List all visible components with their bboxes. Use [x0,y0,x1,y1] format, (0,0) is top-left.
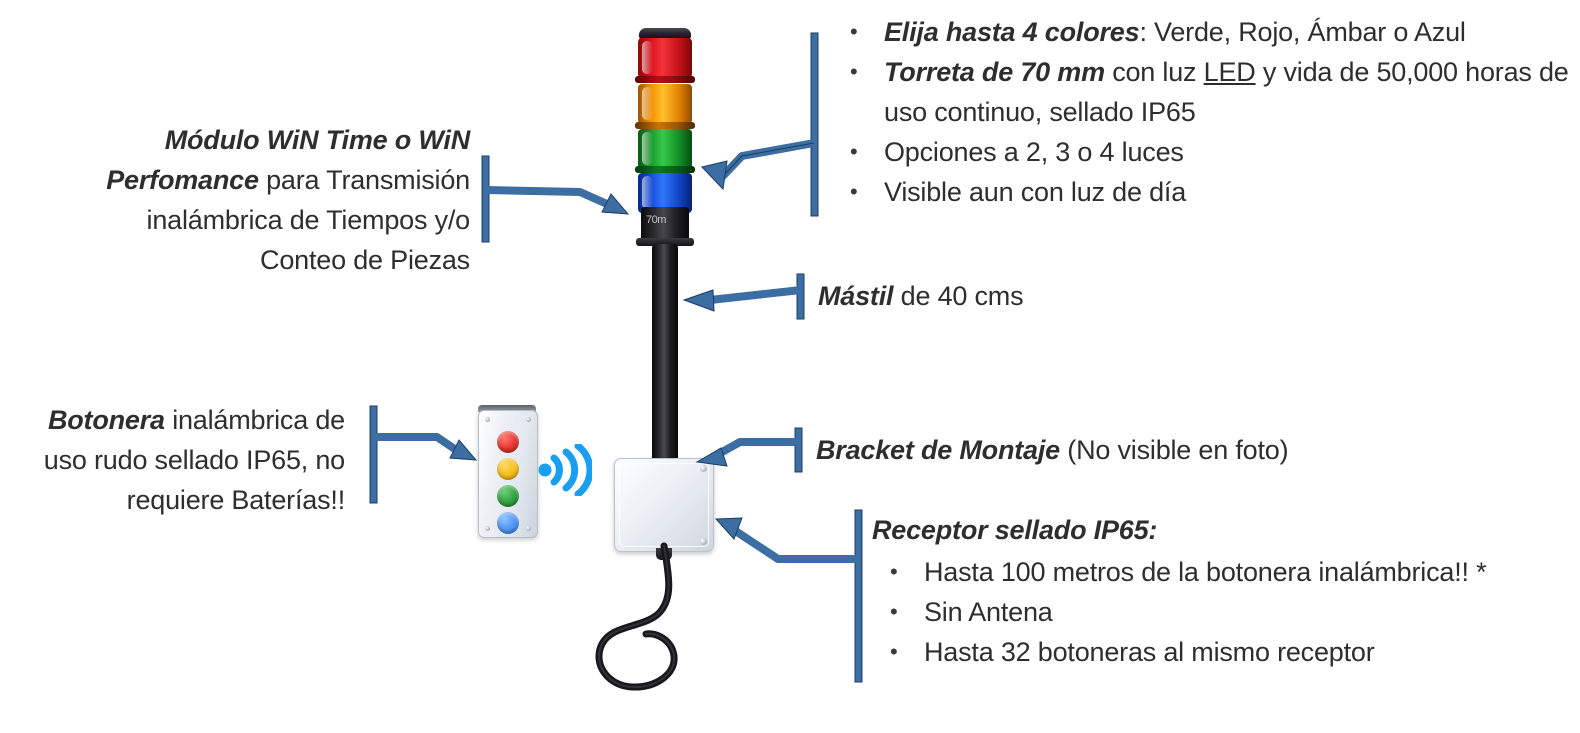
push-button-blue[interactable] [497,512,519,534]
receptor-bullet-1-text: Hasta 100 metros de la botonera inalámbr… [924,557,1487,587]
torreta-bullet-3-rest: Opciones a 2, 3 o 4 luces [884,137,1184,167]
torreta-bullet-2: • Torreta de 70 mm con luz LED y vida de… [832,52,1572,132]
receptor-bullet-3-text: Hasta 32 botoneras al mismo receptor [924,637,1375,667]
torreta-bullet-2-rest2: y vida de 50,000 horas de uso continuo, … [884,57,1569,127]
botonera-line-2: uso rudo sellado IP65, no [43,445,345,475]
leader-modulo [470,150,650,260]
bracket-text-block: Bracket de Montaje (No visible en foto) [816,430,1289,470]
torreta-bullet-2-underline: LED [1203,57,1256,87]
receptor-heading: Receptor sellado IP65: [872,510,1157,550]
torreta-bullet-3: • Opciones a 2, 3 o 4 luces [832,132,1572,172]
botonera-line-3: requiere Baterías!! [126,485,346,515]
receptor-heading-text: Receptor sellado IP65: [872,515,1158,545]
mastil-text-block: Mástil de 40 cms [818,276,1024,316]
receiver-cable-gland [656,548,672,560]
torreta-bullet-1-bold: Elija hasta 4 colores [884,17,1140,47]
leader-torreta [680,25,840,225]
modulo-line-2-rest: para Transmisión [258,165,470,195]
receptor-bullet-2: • Sin Antena [872,592,1572,632]
bullet-icon: • [850,139,858,164]
modulo-line-2-bold: Perfomance [106,165,259,195]
receptor-bullet-3: • Hasta 32 botoneras al mismo receptor [872,632,1572,672]
botonera-line-1: Botonera inalámbrica de [0,400,345,440]
botonera-line-1-rest: inalámbrica de [164,405,345,435]
bracket-rest: (No visible en foto) [1059,435,1289,465]
botonera-line-1-bold: Botonera [47,405,165,435]
bullet-icon: • [890,559,898,584]
bullet-icon: • [890,599,898,624]
modulo-line-3: inalámbrica de Tiempos y/o [146,205,471,235]
receptor-bullet-list: • Hasta 100 metros de la botonera inalám… [872,552,1572,672]
torreta-bullet-1: • Elija hasta 4 colores: Verde, Rojo, Ám… [832,12,1572,52]
modulo-line-2: Perfomance para Transmisión [30,160,470,200]
button-box-screw-icon [485,526,490,531]
bullet-icon: • [850,19,858,44]
bullet-icon: • [850,59,858,84]
receptor-bullet-1: • Hasta 100 metros de la botonera inalám… [872,552,1572,592]
push-button-red[interactable] [497,431,519,453]
leader-bracket [685,424,815,484]
modulo-line-1: Módulo WiN Time o WiN [30,120,470,160]
torreta-bullet-2-bold: Torreta de 70 mm [884,57,1105,87]
torreta-bullet-list: • Elija hasta 4 colores: Verde, Rojo, Ám… [832,12,1572,212]
torreta-bullet-4: • Visible aun con luz de día [832,172,1572,212]
mastil-bold: Mástil [818,281,894,311]
receptor-bullet-2-text: Sin Antena [924,597,1053,627]
wifi-icon [538,444,592,496]
push-button-green[interactable] [497,485,519,507]
button-box-screw-icon [526,526,531,531]
torreta-bullet-2-rest: con luz [1104,57,1204,87]
push-button-amber[interactable] [497,458,519,480]
modulo-line-4: Conteo de Piezas [260,245,470,275]
leader-receptor [706,504,886,689]
leader-botonera [362,400,492,515]
bullet-icon: • [850,179,858,204]
leader-mastil [670,270,820,330]
torreta-bullet-4-rest: Visible aun con luz de día [884,177,1187,207]
button-box-screw-icon [526,417,531,422]
botonera-text-block: Botonera inalámbrica de uso rudo sellado… [0,400,345,520]
bullet-icon: • [890,639,898,664]
torreta-bullet-1-rest: : Verde, Rojo, Ámbar o Azul [1139,17,1466,47]
modulo-line-1-bold: Módulo WiN Time o WiN [164,125,470,155]
modulo-text-block: Módulo WiN Time o WiN Perfomance para Tr… [30,120,470,280]
bracket-bold: Bracket de Montaje [816,435,1060,465]
mastil-rest: de 40 cms [893,281,1024,311]
